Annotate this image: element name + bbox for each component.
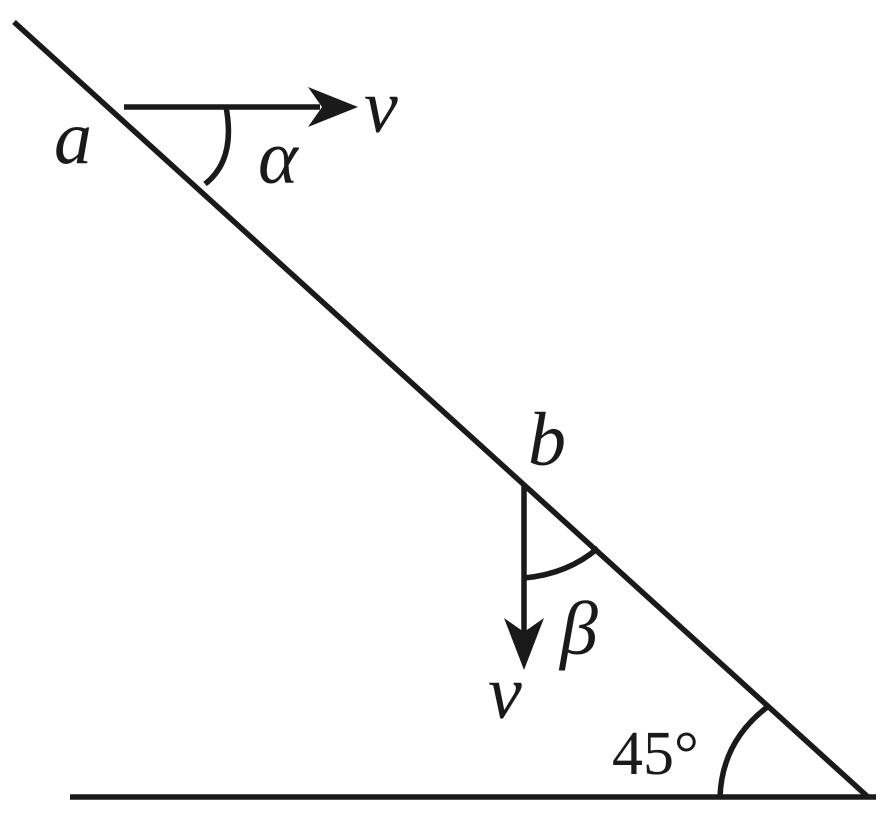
angle-arc-45 — [717, 702, 772, 798]
label-angle-alpha: α — [258, 116, 300, 200]
label-incline-angle: 45° — [612, 720, 699, 788]
label-velocity-a: v — [364, 65, 398, 149]
velocity-arrowhead-a — [308, 87, 358, 127]
label-point-b: b — [528, 398, 566, 482]
incline-line — [12, 19, 870, 800]
label-point-a: a — [54, 96, 92, 180]
label-velocity-b: v — [488, 651, 522, 735]
angle-arc-alpha — [203, 106, 232, 187]
label-angle-beta: β — [558, 587, 598, 671]
angle-arc-beta — [523, 545, 600, 581]
velocity-arrowhead-b — [504, 618, 544, 670]
